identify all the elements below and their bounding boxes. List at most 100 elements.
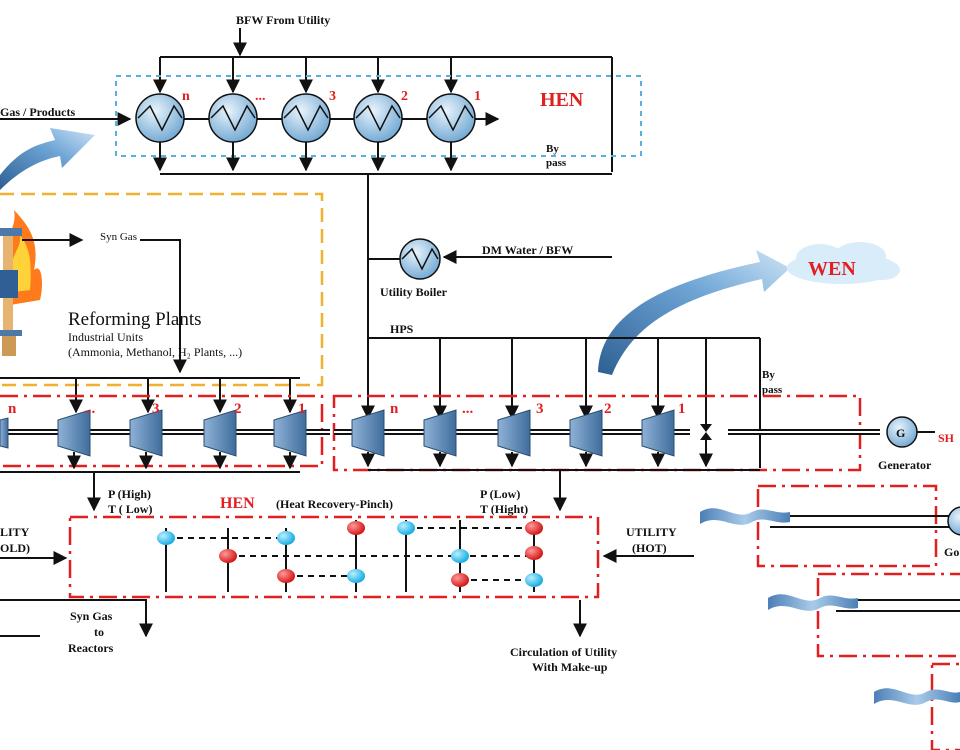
generator-g: G <box>896 426 905 440</box>
pinch-exchanger-nodes <box>157 521 543 587</box>
dm-water-label: DM Water / BFW <box>482 243 573 257</box>
hen-pinch-boundary <box>68 515 600 599</box>
utility-boiler-label: Utility Boiler <box>380 285 448 299</box>
hot-node-icon <box>219 549 237 563</box>
heat-exchanger-icon <box>281 93 331 143</box>
turbine-icon <box>129 409 163 457</box>
turbine-number: ... <box>84 401 96 417</box>
hen-mid-label: HEN <box>220 495 255 512</box>
lower-unit-boundary-2 <box>816 572 960 658</box>
hx-number: n <box>182 89 190 104</box>
bfw-label: BFW From Utility <box>236 13 330 27</box>
p-high-label: P (High) <box>108 487 151 501</box>
bypass-mid-label: By <box>762 369 775 381</box>
generator-icon: G <box>886 416 918 448</box>
cold-node-icon <box>157 531 175 545</box>
hx-number: ... <box>255 89 266 104</box>
utility-boiler-icon <box>399 238 441 280</box>
utility-cold-label: LITY <box>0 525 30 539</box>
heat-exchanger-icon <box>426 93 476 143</box>
turbine-icon <box>203 409 237 457</box>
heat-exchanger-icon <box>135 93 185 143</box>
circulation-label: Circulation of Utility <box>510 645 617 659</box>
t-high-label: T (Hight) <box>480 502 528 516</box>
turbine-number: 2 <box>604 401 612 417</box>
go-label: Go <box>944 545 959 559</box>
reforming-sub1: Industrial Units <box>68 330 143 344</box>
reformer-furnace-icon <box>0 210 42 356</box>
hot-node-icon <box>525 546 543 560</box>
turbine-number: 1 <box>298 401 306 417</box>
lower-unit-boundary-3 <box>930 662 960 750</box>
cold-node-icon <box>347 569 365 583</box>
hen-top-label: HEN <box>540 89 584 111</box>
syn-gas-reactors-label-2: to <box>94 625 104 639</box>
heat-exchanger-icon <box>208 93 258 143</box>
hps-drops <box>361 338 761 468</box>
hot-node-icon <box>347 521 365 535</box>
turbine-number: 3 <box>152 401 160 417</box>
circulation-label-2: With Make-up <box>532 660 608 674</box>
wen-arrow-icon <box>598 250 790 375</box>
hx-number: 1 <box>474 89 481 104</box>
hot-node-icon <box>277 569 295 583</box>
hx-number: 3 <box>329 89 336 104</box>
cold-node-icon <box>525 573 543 587</box>
turbine-icon <box>57 409 91 457</box>
hen-mid-sub: (Heat Recovery-Pinch) <box>276 497 393 511</box>
cold-node-icon <box>397 521 415 535</box>
turbine-number: 1 <box>678 401 686 417</box>
hot-node-icon <box>451 573 469 587</box>
cold-node-icon <box>277 531 295 545</box>
turbine-icon <box>497 409 531 457</box>
wen-cloud-icon <box>787 242 900 284</box>
turbine-number: ... <box>462 401 474 417</box>
turbine-icon <box>0 417 9 449</box>
wen-label: WEN <box>808 258 856 280</box>
hot-node-icon <box>525 521 543 535</box>
t-low-label: T ( Low) <box>108 502 152 516</box>
hx-number: 2 <box>401 89 408 104</box>
turbine-icon <box>351 409 385 457</box>
syn-gas-reactors-label: Syn Gas <box>70 609 113 623</box>
reforming-title: Reforming Plants <box>68 309 202 330</box>
wave-arrow-icon <box>874 688 960 705</box>
turbine-number: n <box>8 401 17 417</box>
top-header-drops <box>153 57 613 172</box>
syn-gas-label: Syn Gas <box>100 231 137 243</box>
hps-label: HPS <box>390 322 414 336</box>
turbine-icon <box>641 409 675 457</box>
flow-arrow-icon <box>0 128 95 190</box>
turbine-number: 3 <box>536 401 544 417</box>
hen-top-boundary <box>115 75 642 157</box>
reforming-boundary <box>0 192 324 387</box>
utility-hot-label: UTILITY <box>626 525 677 539</box>
turbine-icon <box>569 409 603 457</box>
wave-arrow-icon <box>768 594 858 611</box>
turbine-number: n <box>390 401 399 417</box>
left-turbines <box>0 409 307 457</box>
cold-node-icon <box>451 549 469 563</box>
generator-label: Generator <box>878 458 932 472</box>
turbine-icon <box>273 409 307 457</box>
bypass-mid-label-2: pass <box>762 384 783 396</box>
reforming-sub2: (Ammonia, Methanol, H₂ Plants, ...) <box>68 345 242 359</box>
turbine-number: 2 <box>234 401 242 417</box>
top-collect-lines <box>153 142 612 175</box>
bypass-top-label-2: pass <box>546 157 567 169</box>
right-turbines <box>351 409 675 457</box>
turbine-icon <box>423 409 457 457</box>
gas-products-label: Gas / Products <box>0 105 75 119</box>
p-low-label: P (Low) <box>480 487 520 501</box>
left-turbine-exhausts <box>0 452 300 512</box>
wave-arrow-icon <box>700 508 790 525</box>
pinch-matches <box>166 527 534 581</box>
utility-hot-label-2: (HOT) <box>632 541 667 555</box>
syn-gas-reactors-label-3: Reactors <box>68 641 114 655</box>
bypass-top-label: By <box>546 143 559 155</box>
sh-label: SH <box>938 431 955 445</box>
right-turbine-exhausts <box>361 436 760 512</box>
utility-cold-label-2: OLD) <box>0 541 30 555</box>
